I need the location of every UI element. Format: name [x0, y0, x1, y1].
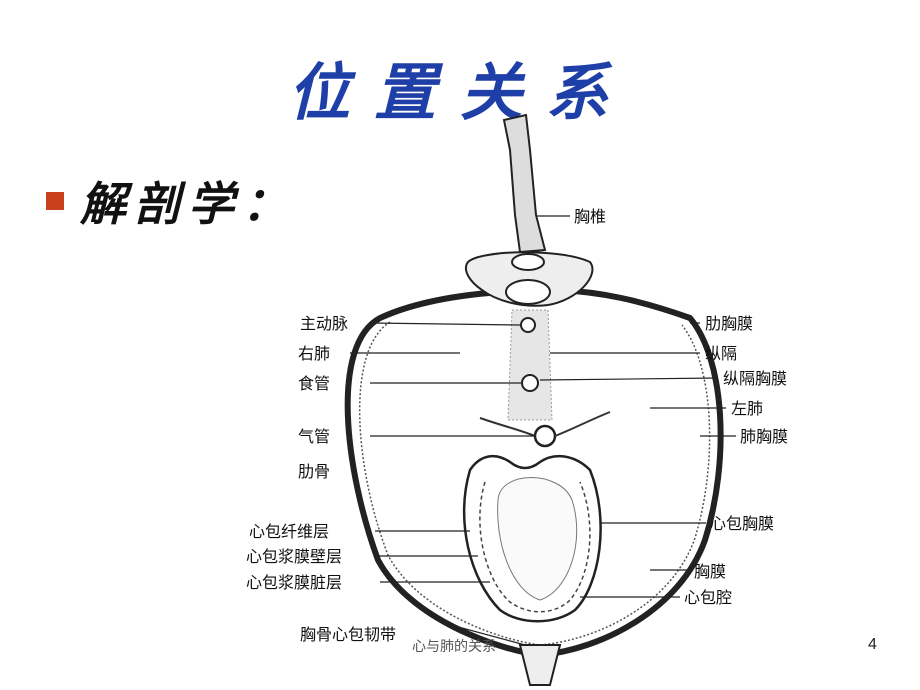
vertebra-body	[464, 251, 594, 307]
label-trachea: 气管	[298, 427, 330, 446]
page-number: 4	[868, 636, 877, 653]
label-mediastinum: 纵隔	[705, 344, 737, 363]
label-left-lung: 左肺	[731, 399, 763, 418]
label-pleura: 胸膜	[694, 562, 726, 581]
slide-title: 位置关系	[287, 56, 632, 129]
label-esophagus: 食管	[298, 374, 330, 393]
label-fibrous-pericardium: 心包纤维层	[249, 522, 329, 541]
label-sternopericardial-ligament: 胸骨心包韧带	[300, 625, 396, 644]
label-rib: 肋骨	[298, 462, 330, 481]
slide-footer: 心与肺的关系	[412, 639, 496, 655]
bullet-row: 解剖学：	[46, 168, 296, 234]
trachea	[533, 424, 557, 448]
label-right-lung: 右肺	[298, 344, 330, 363]
vertebral-foramen	[511, 253, 545, 271]
heart	[497, 477, 578, 601]
bullet-square-icon	[46, 192, 64, 210]
pericardium-inner	[479, 481, 591, 613]
bullet-text: 解剖学：	[80, 177, 296, 231]
label-thoracic-vertebra: 胸椎	[574, 207, 606, 226]
aorta	[520, 317, 536, 333]
label-pericardial-cavity: 心包腔	[684, 588, 732, 607]
label-pulmonary-pleura: 肺胸膜	[740, 427, 788, 446]
vertebral-disc	[505, 279, 551, 305]
label-aorta: 主动脉	[300, 314, 348, 333]
pericardium-outer	[462, 454, 602, 623]
label-costal-pleura: 肋胸膜	[705, 314, 753, 333]
label-visceral-serous-pericardium: 心包浆膜脏层	[246, 573, 342, 592]
mediastinum	[507, 309, 553, 421]
bronchi	[479, 411, 611, 437]
esophagus	[521, 374, 539, 392]
sternum	[518, 644, 562, 686]
label-mediastinal-pleura: 纵隔胸膜	[723, 369, 787, 388]
vertebra-spine	[502, 113, 547, 254]
label-pericardial-pleura: 心包胸膜	[710, 514, 774, 533]
leader-lines	[350, 215, 736, 646]
label-parietal-serous-pericardium: 心包浆膜壁层	[246, 547, 342, 566]
